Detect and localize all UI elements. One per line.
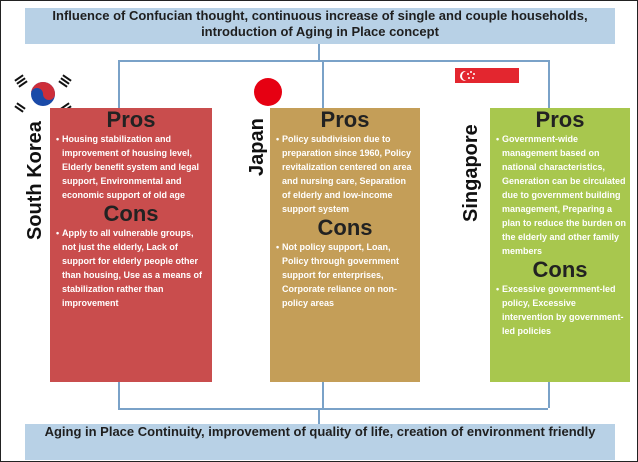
cons-item: Not policy support, Loan, Policy through…	[276, 240, 416, 310]
top-connector	[118, 60, 548, 62]
country-label-singapore: Singapore	[460, 124, 482, 222]
pros-item: Housing stabilization and improvement of…	[56, 132, 208, 202]
korea-top-link	[118, 60, 120, 108]
cons-item: Excessive government-led policy, Excessi…	[496, 282, 626, 338]
japan-bottom-link	[322, 382, 324, 408]
bottom-connector	[118, 408, 548, 410]
pros-list: Housing stabilization and improvement of…	[50, 132, 212, 202]
japan-flag-icon	[244, 72, 292, 112]
bottom-banner: Aging in Place Continuity, improvement o…	[25, 424, 615, 460]
pros-item: Government-wide management based on nati…	[496, 132, 626, 258]
cons-list: Not policy support, Loan, Policy through…	[270, 240, 420, 310]
cons-heading: Cons	[317, 215, 373, 240]
korea-bottom-link	[118, 382, 120, 408]
pros-heading: Pros	[535, 107, 585, 132]
country-label-south-korea: South Korea	[24, 121, 46, 240]
cons-heading: Cons	[532, 257, 588, 282]
pros-list: Policy subdivision due to preparation si…	[270, 132, 420, 216]
south-korea-card: Pros Housing stabilization and improveme…	[50, 108, 212, 382]
cons-heading: Cons	[103, 201, 159, 226]
japan-top-link	[322, 60, 324, 108]
bottom-stem	[318, 408, 320, 424]
pros-heading: Pros	[106, 107, 156, 132]
singapore-flag-icon	[455, 68, 519, 98]
top-stem	[318, 44, 320, 60]
cons-list: Excessive government-led policy, Excessi…	[490, 282, 630, 338]
top-banner: Influence of Confucian thought, continuo…	[25, 8, 615, 44]
pros-heading: Pros	[320, 107, 370, 132]
pros-list: Government-wide management based on nati…	[490, 132, 630, 258]
cons-item: Apply to all vulnerable groups, not just…	[56, 226, 208, 310]
country-label-japan: Japan	[246, 118, 268, 176]
cons-list: Apply to all vulnerable groups, not just…	[50, 226, 212, 310]
singapore-card: Pros Government-wide management based on…	[490, 108, 630, 382]
singapore-top-link	[548, 60, 550, 108]
japan-card: Pros Policy subdivision due to preparati…	[270, 108, 420, 382]
pros-item: Policy subdivision due to preparation si…	[276, 132, 416, 216]
singapore-bottom-link	[548, 382, 550, 408]
